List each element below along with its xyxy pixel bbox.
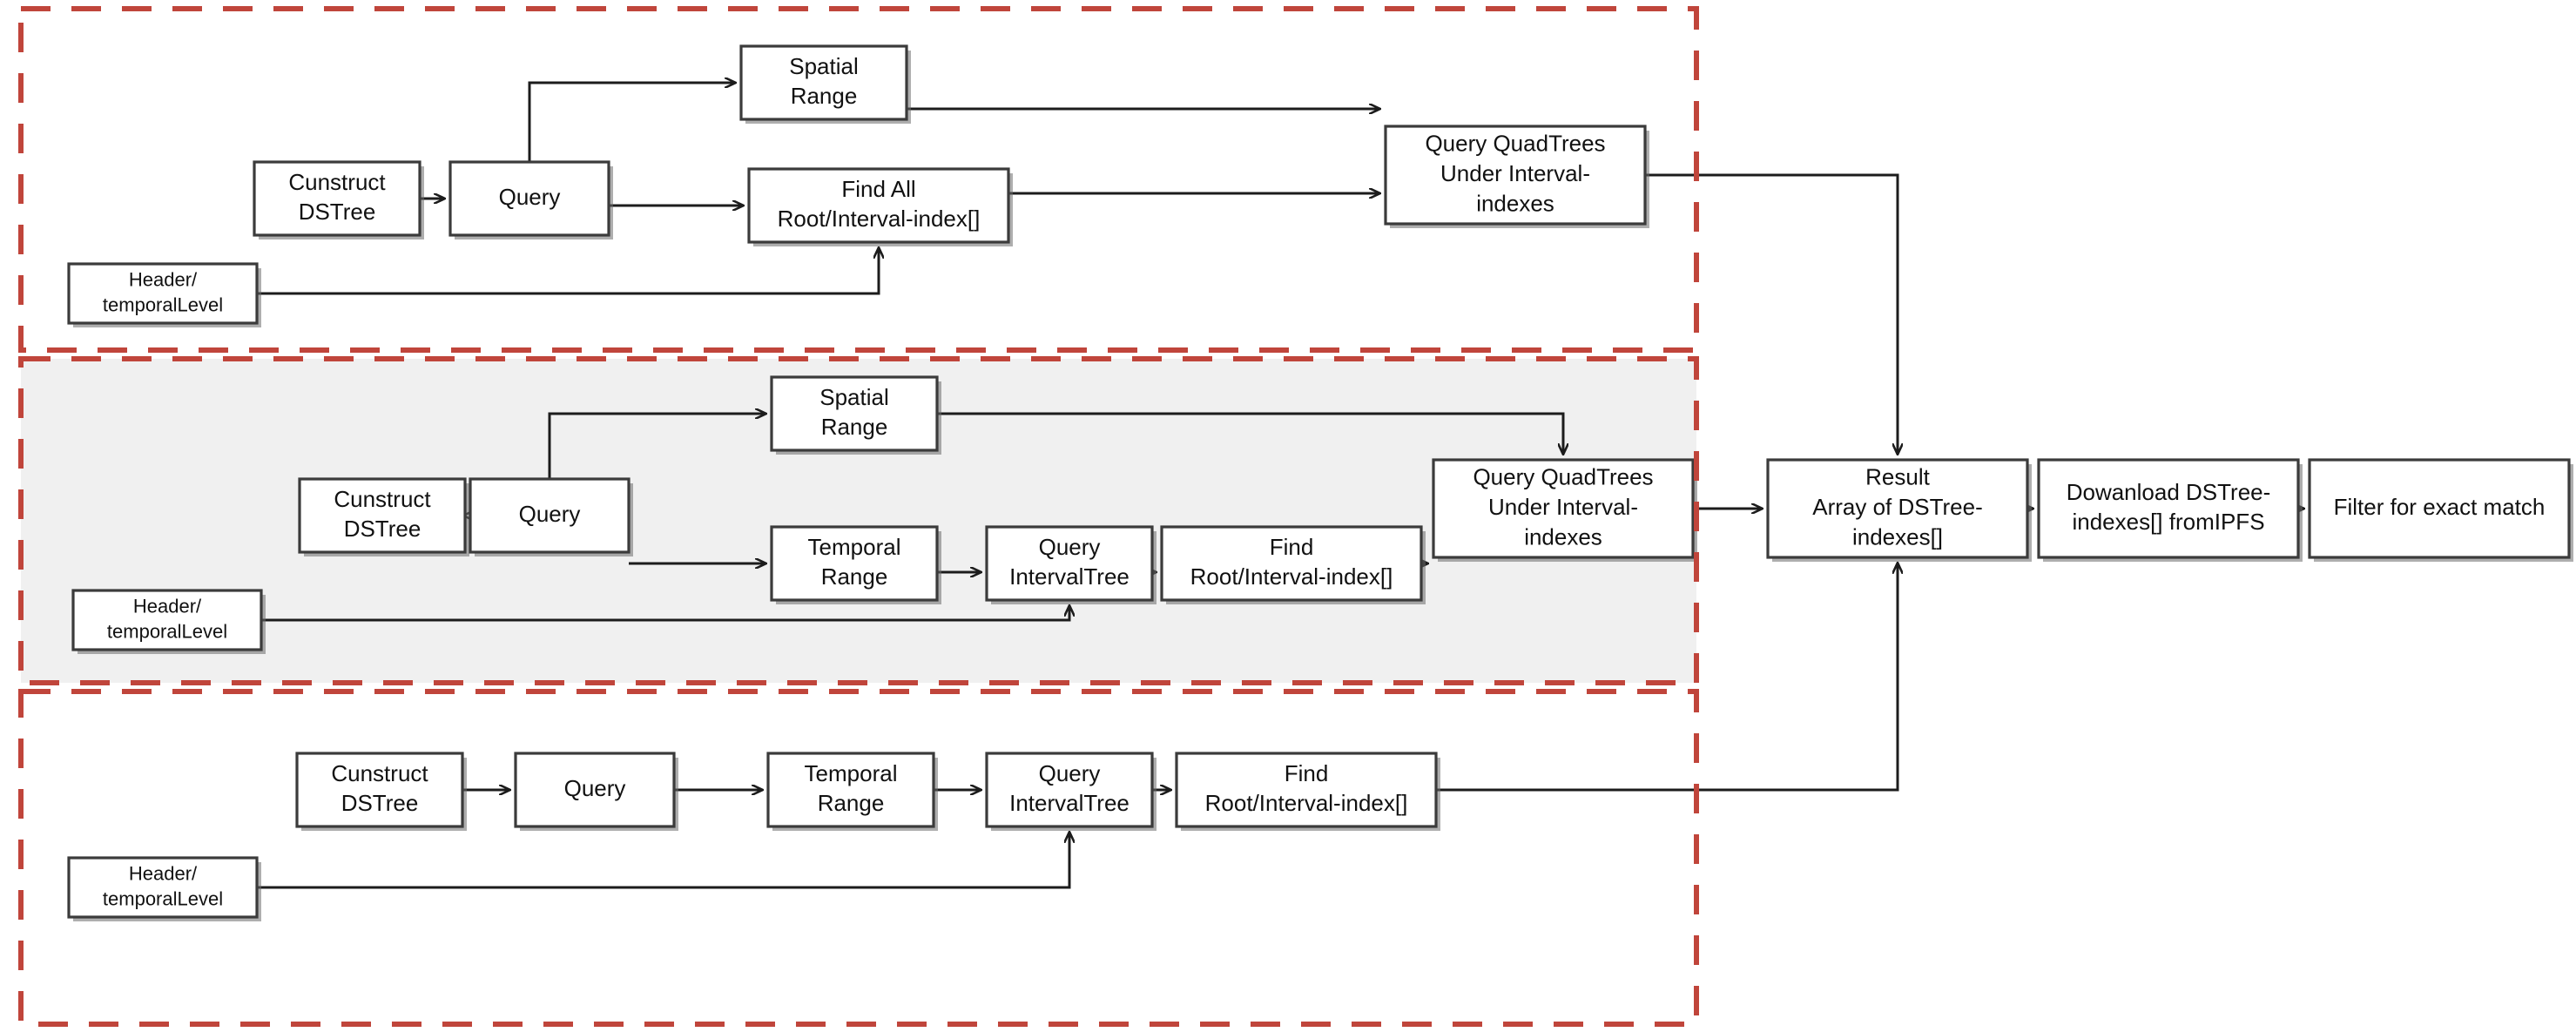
edge-header-to-qintervaltree-mid bbox=[261, 606, 1069, 622]
node-find-root-interval-bot-box[interactable] bbox=[1175, 752, 1438, 828]
node-dowanload-dstree-ipfs-box[interactable] bbox=[2037, 458, 2300, 559]
node-query-mid[interactable]: Query bbox=[469, 477, 633, 556]
node-temporal-range-bot-box[interactable] bbox=[766, 752, 935, 828]
node-header-temporallevel-mid-box[interactable] bbox=[71, 589, 263, 651]
edge-header-to-findall-top bbox=[257, 248, 879, 295]
node-filter-exact-match-box[interactable] bbox=[2308, 458, 2571, 559]
edges-group bbox=[257, 83, 2303, 889]
node-header-temporallevel-top-box[interactable] bbox=[67, 262, 259, 325]
node-find-all-root-interval-top-box[interactable] bbox=[747, 167, 1010, 244]
node-query-bot[interactable]: Query bbox=[514, 752, 678, 831]
node-filter-exact-match[interactable]: Filter for exact match bbox=[2308, 458, 2573, 562]
spatio-temporal-query-region bbox=[18, 356, 1699, 685]
node-find-root-interval-mid-box[interactable] bbox=[1160, 525, 1423, 602]
edge-header-to-qintervaltree-bot bbox=[257, 833, 1069, 889]
edge-query-to-spatial-mid bbox=[548, 414, 765, 479]
node-cunstruct-dstree-bot-box[interactable] bbox=[295, 752, 464, 828]
edge-query-to-spatial-top bbox=[528, 83, 735, 162]
node-query-bot-box[interactable] bbox=[514, 752, 676, 828]
edge-quadtrees-top-to-result bbox=[1645, 173, 1898, 454]
node-query-intervaltree-mid-box[interactable] bbox=[985, 525, 1154, 602]
node-result-array-dstree-box[interactable] bbox=[1766, 458, 2029, 559]
node-cunstruct-dstree-top-box[interactable] bbox=[253, 160, 421, 237]
region-borders-group bbox=[18, 6, 1699, 1027]
node-dowanload-dstree-ipfs[interactable]: Dowanload DSTree-indexes[] fromIPFS bbox=[2037, 458, 2303, 562]
node-spatial-range-top-box[interactable] bbox=[739, 44, 908, 121]
temporal-query-region bbox=[18, 689, 1699, 1027]
node-header-temporallevel-top[interactable]: Header/temporalLevel bbox=[67, 262, 261, 327]
node-header-temporallevel-mid[interactable]: Header/temporalLevel bbox=[71, 589, 266, 654]
node-header-temporallevel-bot[interactable]: Header/temporalLevel bbox=[67, 856, 261, 921]
node-query-top-box[interactable] bbox=[448, 160, 610, 237]
node-query-quadtrees-top-box[interactable] bbox=[1384, 125, 1647, 226]
node-temporal-range-mid-box[interactable] bbox=[770, 525, 939, 602]
node-query-quadtrees-mid-box[interactable] bbox=[1432, 458, 1695, 559]
node-header-temporallevel-bot-box[interactable] bbox=[67, 856, 259, 919]
node-query-mid-box[interactable] bbox=[469, 477, 631, 554]
node-query-top[interactable]: Query bbox=[448, 160, 613, 239]
node-cunstruct-dstree-mid-box[interactable] bbox=[298, 477, 467, 554]
edge-findroot-bot-to-result bbox=[1436, 563, 1898, 792]
edge-spatial-to-quadtrees-mid bbox=[937, 412, 1563, 454]
spatial-query-region bbox=[18, 6, 1699, 353]
node-query-intervaltree-bot-box[interactable] bbox=[985, 752, 1154, 828]
node-spatial-range-mid-box[interactable] bbox=[770, 375, 939, 452]
